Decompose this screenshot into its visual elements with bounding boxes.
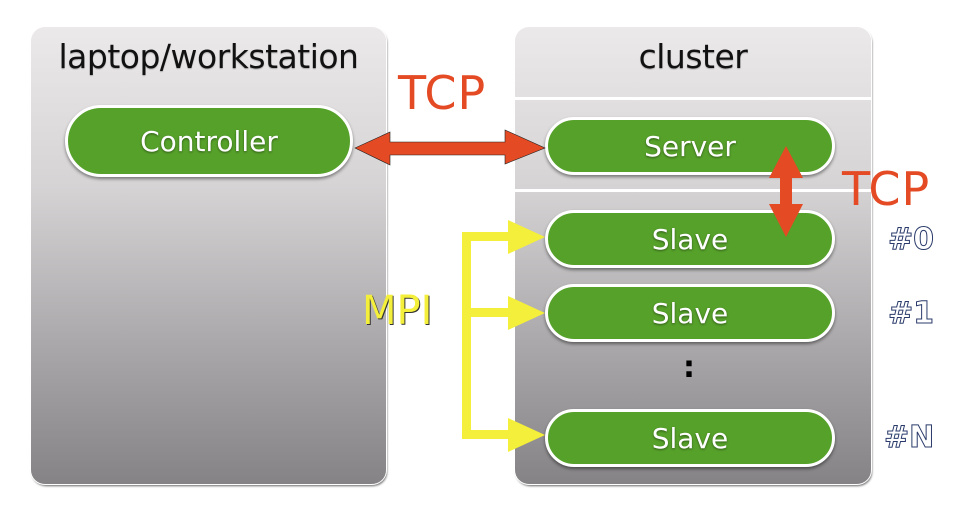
cluster-header-divider — [515, 97, 871, 100]
laptop-workstation-title: laptop/workstation — [58, 37, 359, 76]
tcp-label-server-slave: TCP — [842, 162, 931, 216]
tcp-label-controller-server: TCP — [398, 66, 487, 120]
controller-node: Controller — [65, 105, 353, 177]
laptop-workstation-panel: laptop/workstation Controller — [31, 27, 386, 484]
slave-index-n: #N — [883, 420, 935, 456]
mpi-arrows — [462, 220, 545, 452]
ellipsis: : — [683, 350, 695, 385]
slave-index-1: #1 — [887, 296, 935, 332]
slave-index-0: #0 — [887, 222, 935, 258]
tcp-arrow-server-slave — [769, 146, 803, 237]
mpi-label: MPI — [362, 288, 433, 334]
server-section-divider — [515, 189, 871, 192]
cluster-title: cluster — [638, 37, 748, 76]
tcp-arrow-controller-server — [354, 129, 546, 166]
slave-node-1: Slave — [545, 284, 835, 342]
slave-node-n: Slave — [545, 409, 835, 467]
